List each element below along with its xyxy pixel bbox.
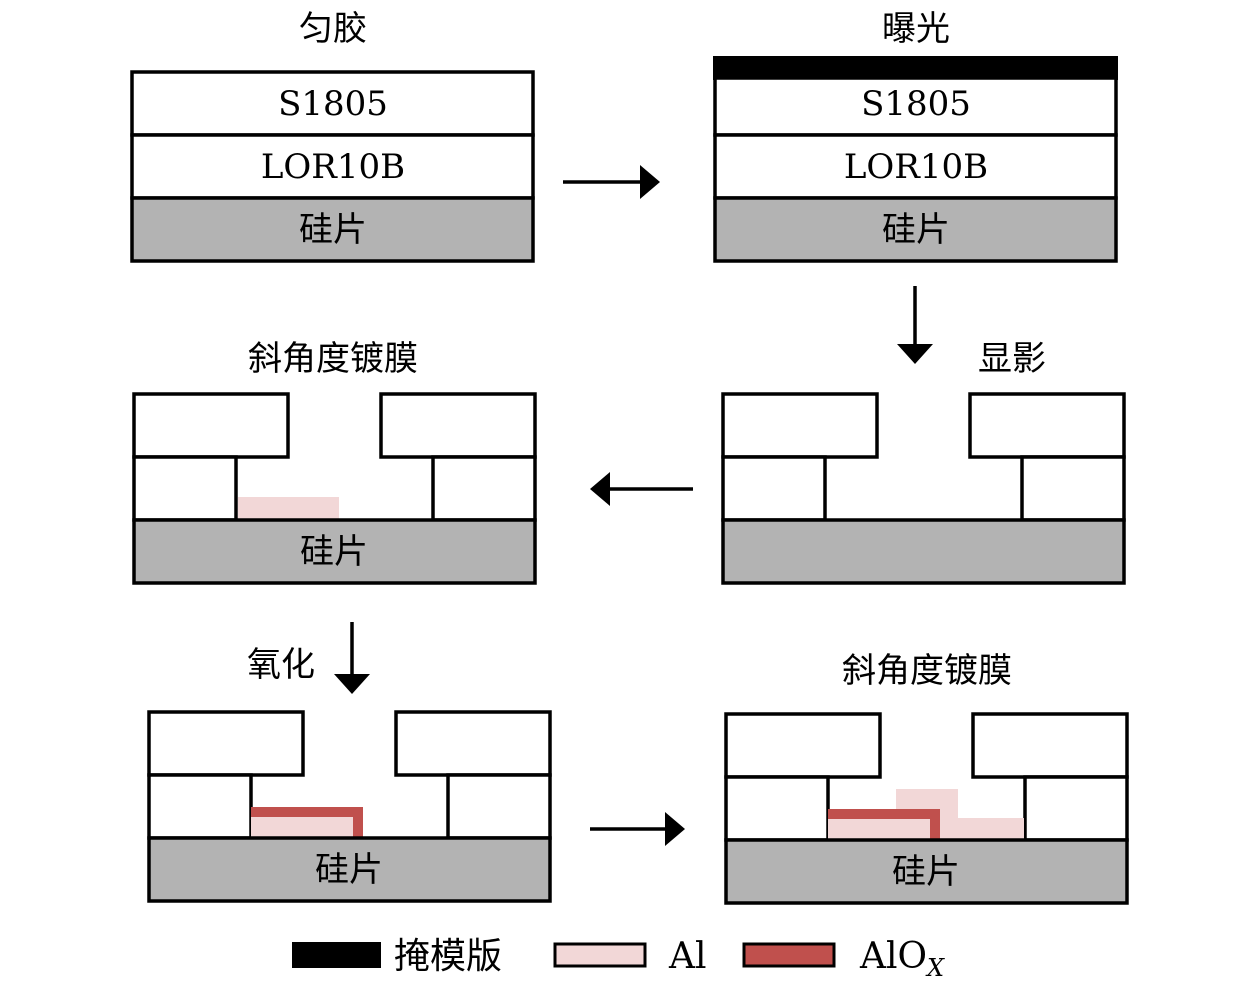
layer-substrate: [130, 196, 535, 263]
resist-top-right: [394, 710, 552, 777]
substrate-label: 硅片: [892, 852, 960, 892]
al-film-second: [940, 818, 1024, 839]
resist-bottom-left: [147, 773, 253, 840]
resist-bottom-right: [1023, 775, 1129, 842]
step-title-oxidation: 氧化: [247, 645, 315, 685]
legend: 掩模版 Al AlOX: [292, 936, 945, 982]
resist-top-right: [971, 712, 1129, 779]
layer-s1805: [130, 70, 535, 137]
legend-al-swatch: [553, 942, 647, 968]
layer-lor10b: [713, 133, 1118, 200]
resist-bottom-left: [724, 775, 830, 842]
layer-s1805-label: S1805: [861, 84, 971, 124]
legend-alox-label: AlOX: [859, 936, 945, 982]
legend-al-label: Al: [668, 936, 707, 977]
resist-bottom-left: [132, 455, 238, 522]
step-title-develop: 显影: [978, 339, 1046, 379]
layer-lor10b-label: LOR10B: [261, 147, 405, 187]
al-film: [251, 817, 353, 837]
arrow-right-icon: [590, 812, 685, 846]
al-film: [238, 497, 339, 519]
al-film-first: [828, 819, 930, 839]
resist-bottom-right: [431, 455, 537, 522]
layer-substrate: [132, 518, 537, 585]
legend-alox-swatch: [742, 942, 836, 968]
panel-spin-coat: 匀胶 S1805 LOR10B 硅片: [130, 9, 535, 263]
legend-alox-subscript: X: [925, 954, 945, 982]
arrow-left-icon: [590, 472, 693, 506]
layer-substrate: [713, 196, 1118, 263]
panel-angle-deposition-2: 斜角度镀膜 硅片: [724, 651, 1129, 905]
resist-bottom-left: [721, 455, 827, 522]
resist-top-left: [724, 712, 882, 779]
panel-angle-deposition-1: 斜角度镀膜 硅片: [132, 339, 537, 585]
substrate-label: 硅片: [882, 210, 950, 250]
panel-develop: 显影: [721, 339, 1126, 585]
layer-substrate: [147, 836, 552, 903]
legend-mask-label: 掩模版: [394, 936, 502, 977]
layer-substrate: [721, 518, 1126, 585]
legend-mask-swatch: [292, 942, 381, 968]
arrow-down-icon: [897, 286, 933, 364]
panel-expose: 曝光 S1805 LOR10B 硅片: [713, 9, 1118, 263]
resist-top-left: [147, 710, 305, 777]
step-title-angle-deposition: 斜角度镀膜: [248, 339, 418, 379]
resist-top-right: [379, 392, 537, 459]
step-title-angle-deposition: 斜角度镀膜: [842, 651, 1012, 691]
step-title-spin-coat: 匀胶: [299, 9, 367, 49]
resist-top-left: [132, 392, 290, 459]
layer-substrate: [724, 838, 1129, 905]
resist-top-left: [721, 392, 879, 459]
arrow-down-icon: [334, 622, 370, 694]
layer-lor10b-label: LOR10B: [844, 147, 988, 187]
resist-bottom-right: [446, 773, 552, 840]
substrate-label: 硅片: [300, 532, 368, 572]
arrow-right-icon: [563, 165, 660, 199]
step-title-expose: 曝光: [882, 9, 950, 49]
legend-alox-main: AlO: [859, 936, 927, 977]
substrate-label: 硅片: [315, 850, 383, 890]
photomask: [713, 56, 1118, 80]
resist-bottom-right: [1020, 455, 1126, 522]
resist-top-right: [968, 392, 1126, 459]
layer-s1805-label: S1805: [278, 84, 388, 124]
substrate-label: 硅片: [299, 210, 367, 250]
panel-oxidation: 氧化 硅片: [147, 645, 552, 903]
layer-lor10b: [130, 133, 535, 200]
